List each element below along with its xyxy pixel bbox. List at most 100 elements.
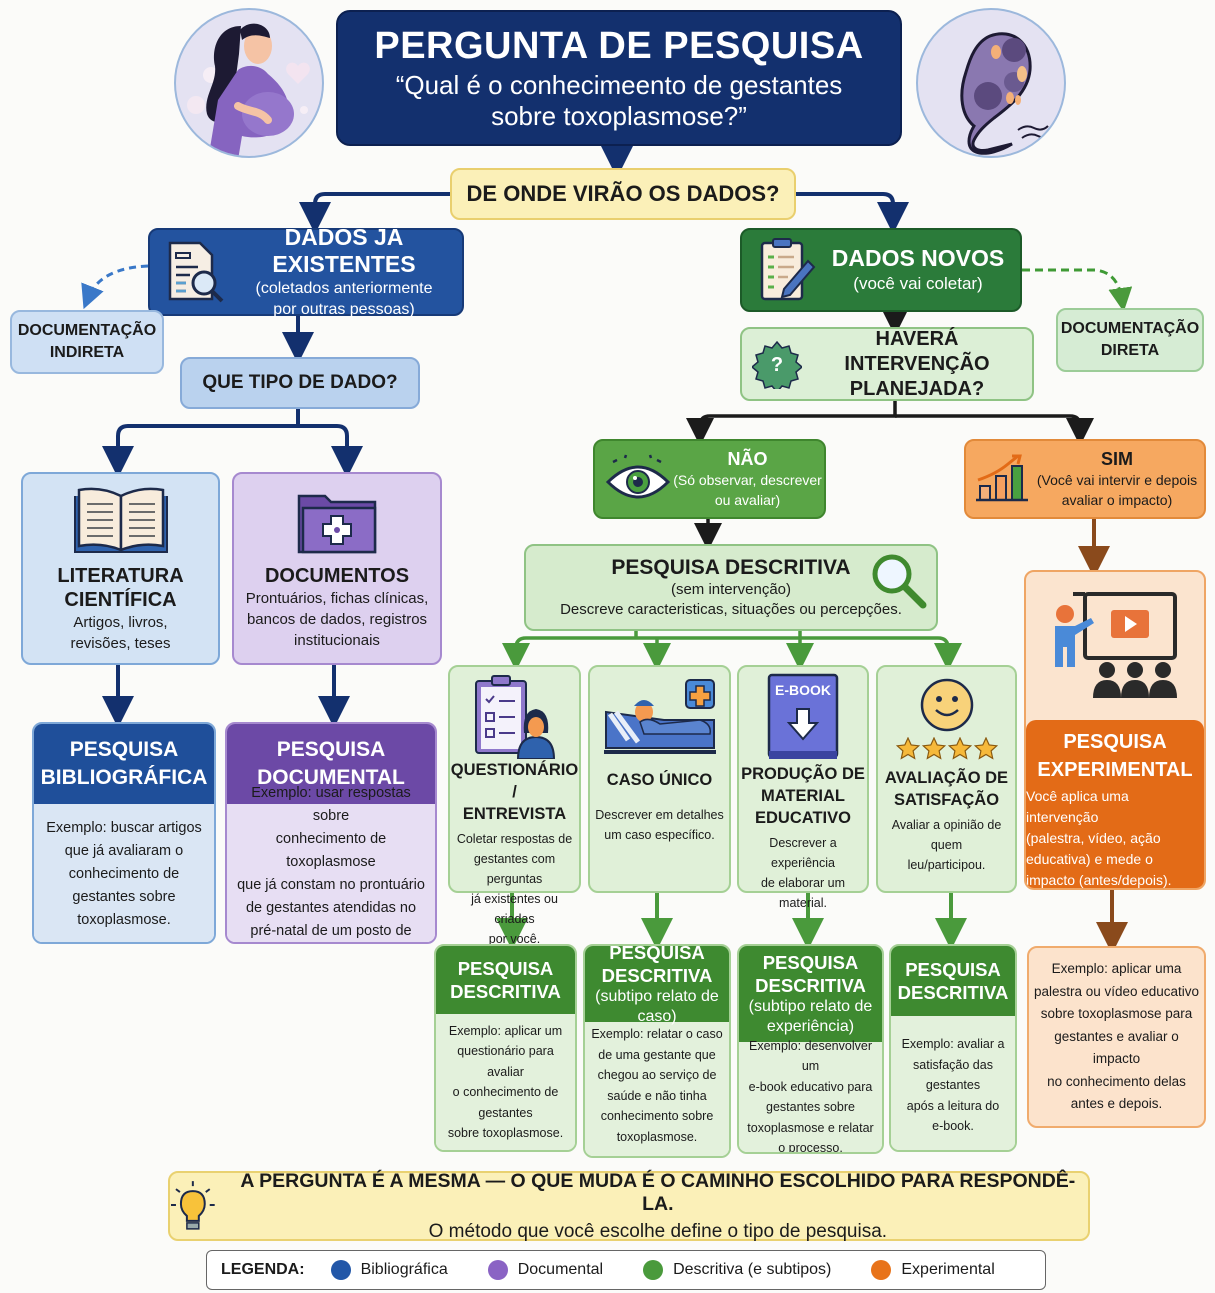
- example-line: sobre toxoplasmose.: [447, 1126, 564, 1140]
- legend-label: LEGENDA:: [221, 1261, 305, 1278]
- legend-item: Experimental: [871, 1260, 995, 1280]
- intervention-question-1: HAVERÁ INTERVENÇÃO: [844, 327, 990, 375]
- legend: LEGENDA: Bibliográfica Documental Descriti…: [206, 1250, 1046, 1290]
- no-intervention-node: NÃO (Só observar, descrever ou avaliar): [593, 439, 826, 519]
- legend-item-label: Experimental: [901, 1261, 995, 1278]
- desc-line: Descrever a experiência: [769, 836, 837, 870]
- direct-doc-line-1: DOCUMENTAÇÃO: [1060, 320, 1200, 337]
- example-line: gestantes sobre: [72, 888, 176, 905]
- legend-item: Bibliográfica: [330, 1260, 448, 1280]
- result-title-1: PESQUISA: [609, 944, 705, 963]
- gear-question-icon: ?: [752, 340, 802, 389]
- patient-bed-icon: [603, 679, 716, 754]
- no-title: NÃO: [727, 448, 768, 469]
- documental-title-1: PESQUISA: [276, 738, 386, 761]
- direct-doc-line-2: DIRETA: [1100, 342, 1160, 359]
- example-line: Exemplo: aplicar uma: [1051, 961, 1182, 977]
- svg-text:?: ?: [771, 354, 783, 376]
- existing-data-subtitle-1: (coletados anteriormente: [255, 280, 433, 297]
- example-line: Exemplo: aplicar um: [448, 1023, 563, 1038]
- example-line: no conhecimento delas: [1047, 1073, 1186, 1089]
- descriptive-research-node: PESQUISA DESCRITIVA (sem intervenção) De…: [524, 544, 938, 631]
- ebook-label: E-BOOK: [775, 682, 831, 698]
- descriptive-result-questionnaire: PESQUISA DESCRITIVA Exemplo: aplicar um …: [434, 944, 577, 1152]
- example-line: toxoplasmose e relatar: [747, 1120, 874, 1135]
- questionnaire-title-1: QUESTIONÁRIO /: [450, 761, 579, 801]
- pregnant-woman-image: [174, 8, 324, 158]
- magnifier-icon: [872, 554, 927, 609]
- growth-chart-icon: [976, 454, 1028, 502]
- example-line: de uma gestante que: [598, 1047, 716, 1062]
- documental-example: Exemplo: usar respostas sobre conhecimen…: [227, 785, 435, 942]
- questionnaire-interview-card: QUESTIONÁRIO / ENTREVISTA Coletar respos…: [448, 665, 581, 946]
- indirect-doc-line-1: DOCUMENTAÇÃO: [17, 322, 157, 339]
- desc-line: de elaborar um material.: [760, 876, 846, 910]
- rating-stars: [895, 737, 998, 761]
- documents-node: DOCUMENTOS Prontuários, fichas clínicas,…: [232, 472, 442, 665]
- example-line: conhecimento sobre: [600, 1109, 714, 1123]
- desc-line: já existentes ou criadas: [471, 892, 558, 926]
- result-title-2: DESCRITIVA: [755, 975, 866, 996]
- legend-color-swatch: [330, 1260, 351, 1280]
- single-case-card: CASO ÚNICO Descrever em detalhes um caso…: [588, 665, 731, 893]
- result-title-1: PESQUISA: [762, 952, 859, 973]
- example-line: saúde e não tinha: [607, 1088, 707, 1103]
- desc-line: leu/participou.: [907, 858, 986, 872]
- example-line: Exemplo: relatar o caso: [591, 1027, 723, 1041]
- legend-item-label: Bibliográfica: [360, 1261, 448, 1278]
- star-icon: [947, 737, 972, 760]
- result-subtype: (subtipo relato de caso): [595, 988, 719, 1025]
- yes-intervention-node: SIM (Você vai intervir e depois avaliar …: [964, 439, 1206, 519]
- pregnant-woman-icon: [187, 23, 310, 156]
- literature-title-2: CIENTÍFICA: [64, 589, 177, 611]
- example-line: Exemplo: usar respostas sobre: [251, 785, 411, 824]
- example-line: antes e depois.: [1070, 1096, 1163, 1112]
- legend-item: Documental: [487, 1260, 603, 1280]
- example-line: Exemplo: avaliar a: [901, 1037, 1005, 1051]
- bibliographic-header: PESQUISA BIBLIOGRÁFICA: [34, 724, 214, 804]
- example-line: gestantes e avaliar o impacto: [1054, 1028, 1179, 1067]
- example-line: de gestantes atendidas no: [245, 900, 417, 916]
- legend-item-label: Descritiva (e subtipos): [673, 1261, 832, 1278]
- descriptive-result-case-report: PESQUISA DESCRITIVA (subtipo relato de c…: [583, 944, 731, 1158]
- direct-documentation-label: DOCUMENTAÇÃO DIRETA: [1056, 308, 1204, 372]
- bibliographic-title-2: BIBLIOGRÁFICA: [40, 766, 208, 789]
- experimental-research-card: PESQUISA EXPERIMENTAL Você aplica uma in…: [1024, 570, 1206, 890]
- presentation-audience-icon: [1055, 592, 1177, 698]
- example-line: o processo.: [778, 1141, 843, 1154]
- documental-title-2: DOCUMENTAL: [257, 766, 405, 789]
- documental-research-card: PESQUISA DOCUMENTAL Exemplo: usar respos…: [225, 722, 437, 944]
- indirect-documentation-label: DOCUMENTAÇÃO INDIRETA: [10, 310, 164, 374]
- experimental-title-2: EXPERIMENTAL: [1037, 759, 1193, 781]
- example-line: toxoplasmose.: [77, 911, 171, 928]
- desc-line: gestantes com perguntas: [473, 852, 556, 886]
- data-type-question: QUE TIPO DE DADO?: [180, 357, 420, 409]
- legend-item: Descritiva (e subtipos): [643, 1260, 831, 1280]
- research-question-title: PERGUNTA DE PESQUISA “Qual é o conhecime…: [336, 10, 902, 146]
- result-subtype-2: experiência): [766, 1018, 855, 1035]
- bibliographic-title-1: PESQUISA: [69, 738, 179, 761]
- example-line: satisfação das gestantes: [913, 1057, 993, 1093]
- parasite-icon: [960, 32, 1053, 155]
- documents-desc-2: bancos de dados, registros: [246, 611, 428, 628]
- example-line: gestantes sobre: [766, 1100, 855, 1114]
- example-line: que já avaliaram o: [64, 842, 184, 859]
- example-line: que já constam no prontuário: [237, 877, 425, 893]
- desc-line: educativa) e mede o: [1026, 851, 1153, 867]
- example-line: palestra ou vídeo educativo: [1033, 983, 1200, 999]
- example-line: toxoplasmose.: [616, 1129, 698, 1144]
- satisfaction-title-2: SATISFAÇÃO: [893, 791, 1000, 809]
- example-line: e-book educativo para: [748, 1079, 873, 1094]
- legend-color-swatch: [643, 1260, 664, 1280]
- clipboard-pen-icon: [760, 238, 816, 301]
- new-data-title: DADOS NOVOS: [831, 244, 1005, 271]
- banner-subline: O método que você escolhe define o tipo …: [428, 1220, 888, 1242]
- existing-data-node: DADOS JÁ EXISTENTES (coletados anteriorm…: [148, 224, 464, 318]
- new-data-subtitle: (você vai coletar): [853, 273, 983, 293]
- result-title-2: DESCRITIVA: [897, 982, 1009, 1003]
- question-line-2: sobre toxoplasmose?”: [491, 100, 747, 131]
- example-line: o conhecimento de gestantes: [452, 1085, 559, 1120]
- documents-desc-1: Prontuários, fichas clínicas,: [245, 590, 429, 607]
- descriptive-result-experience-report: PESQUISA DESCRITIVA (subtipo relato de e…: [737, 944, 884, 1154]
- toxoplasma-image: [916, 8, 1066, 158]
